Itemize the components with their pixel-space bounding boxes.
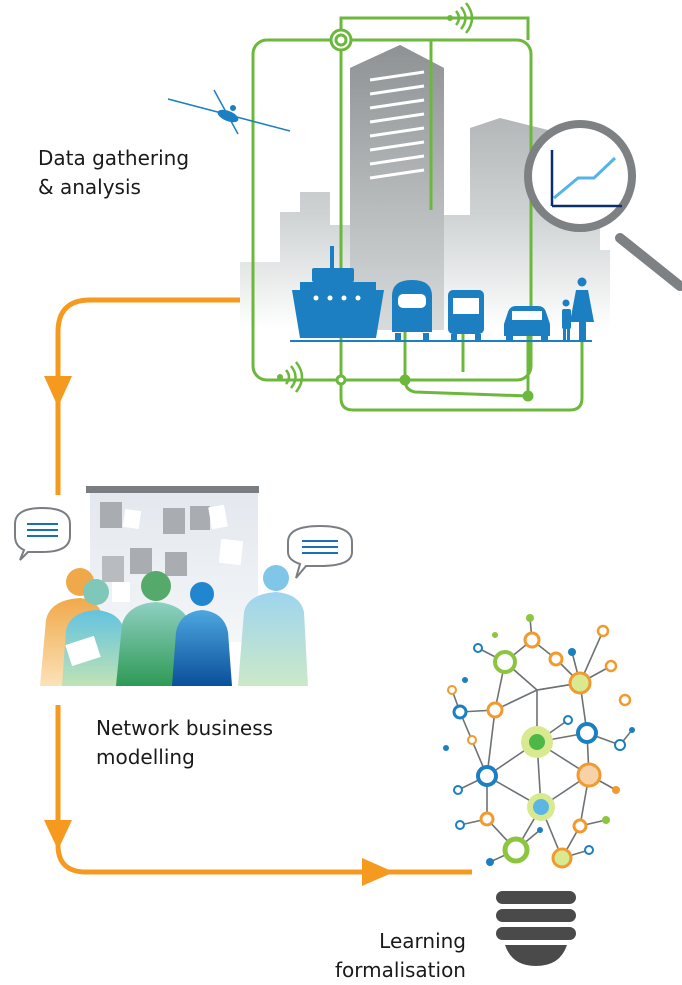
person-left-front bbox=[62, 579, 128, 686]
airplane-icon bbox=[167, 89, 291, 135]
car-icon bbox=[504, 306, 550, 341]
lightbulb-icon bbox=[443, 614, 635, 966]
whiteboard-top-bar bbox=[86, 486, 259, 493]
arrow-down-icon bbox=[44, 820, 72, 850]
tower-windows bbox=[369, 70, 425, 180]
speech-bubble-icon bbox=[287, 524, 353, 579]
tower bbox=[350, 45, 444, 330]
arrow-down-icon bbox=[44, 376, 72, 407]
label-data-gathering: Data gathering & analysis bbox=[38, 144, 189, 202]
label-learning-line2: formalisation bbox=[335, 958, 466, 982]
trend-graph bbox=[550, 150, 622, 208]
wifi-signal-icon bbox=[277, 361, 304, 393]
label-data-gathering-line2: & analysis bbox=[38, 175, 141, 199]
magnifier-icon bbox=[524, 120, 682, 291]
speech-bubble-icon bbox=[14, 506, 71, 561]
bus-icon bbox=[448, 290, 484, 341]
label-network-line1: Network business bbox=[96, 716, 274, 740]
person-blue bbox=[172, 582, 232, 686]
person-right bbox=[238, 565, 308, 686]
board-notes bbox=[100, 502, 244, 602]
bulb-base bbox=[496, 891, 576, 966]
family-icon bbox=[562, 277, 594, 341]
ship-icon bbox=[292, 246, 384, 338]
label-network-line2: modelling bbox=[96, 745, 195, 769]
meeting-scene bbox=[14, 486, 353, 686]
wifi-signal-icon bbox=[447, 2, 474, 34]
label-data-gathering-line1: Data gathering bbox=[38, 146, 190, 170]
label-network-modelling: Network business modelling bbox=[96, 714, 273, 772]
train-icon bbox=[392, 280, 432, 341]
city-scene bbox=[167, 2, 682, 412]
label-learning-formalisation: Learning formalisation bbox=[300, 927, 466, 985]
arrow-right-icon bbox=[362, 858, 394, 886]
network-nodes bbox=[329, 28, 534, 402]
label-learning-line1: Learning bbox=[379, 929, 466, 953]
bulb-nodes bbox=[443, 614, 635, 869]
